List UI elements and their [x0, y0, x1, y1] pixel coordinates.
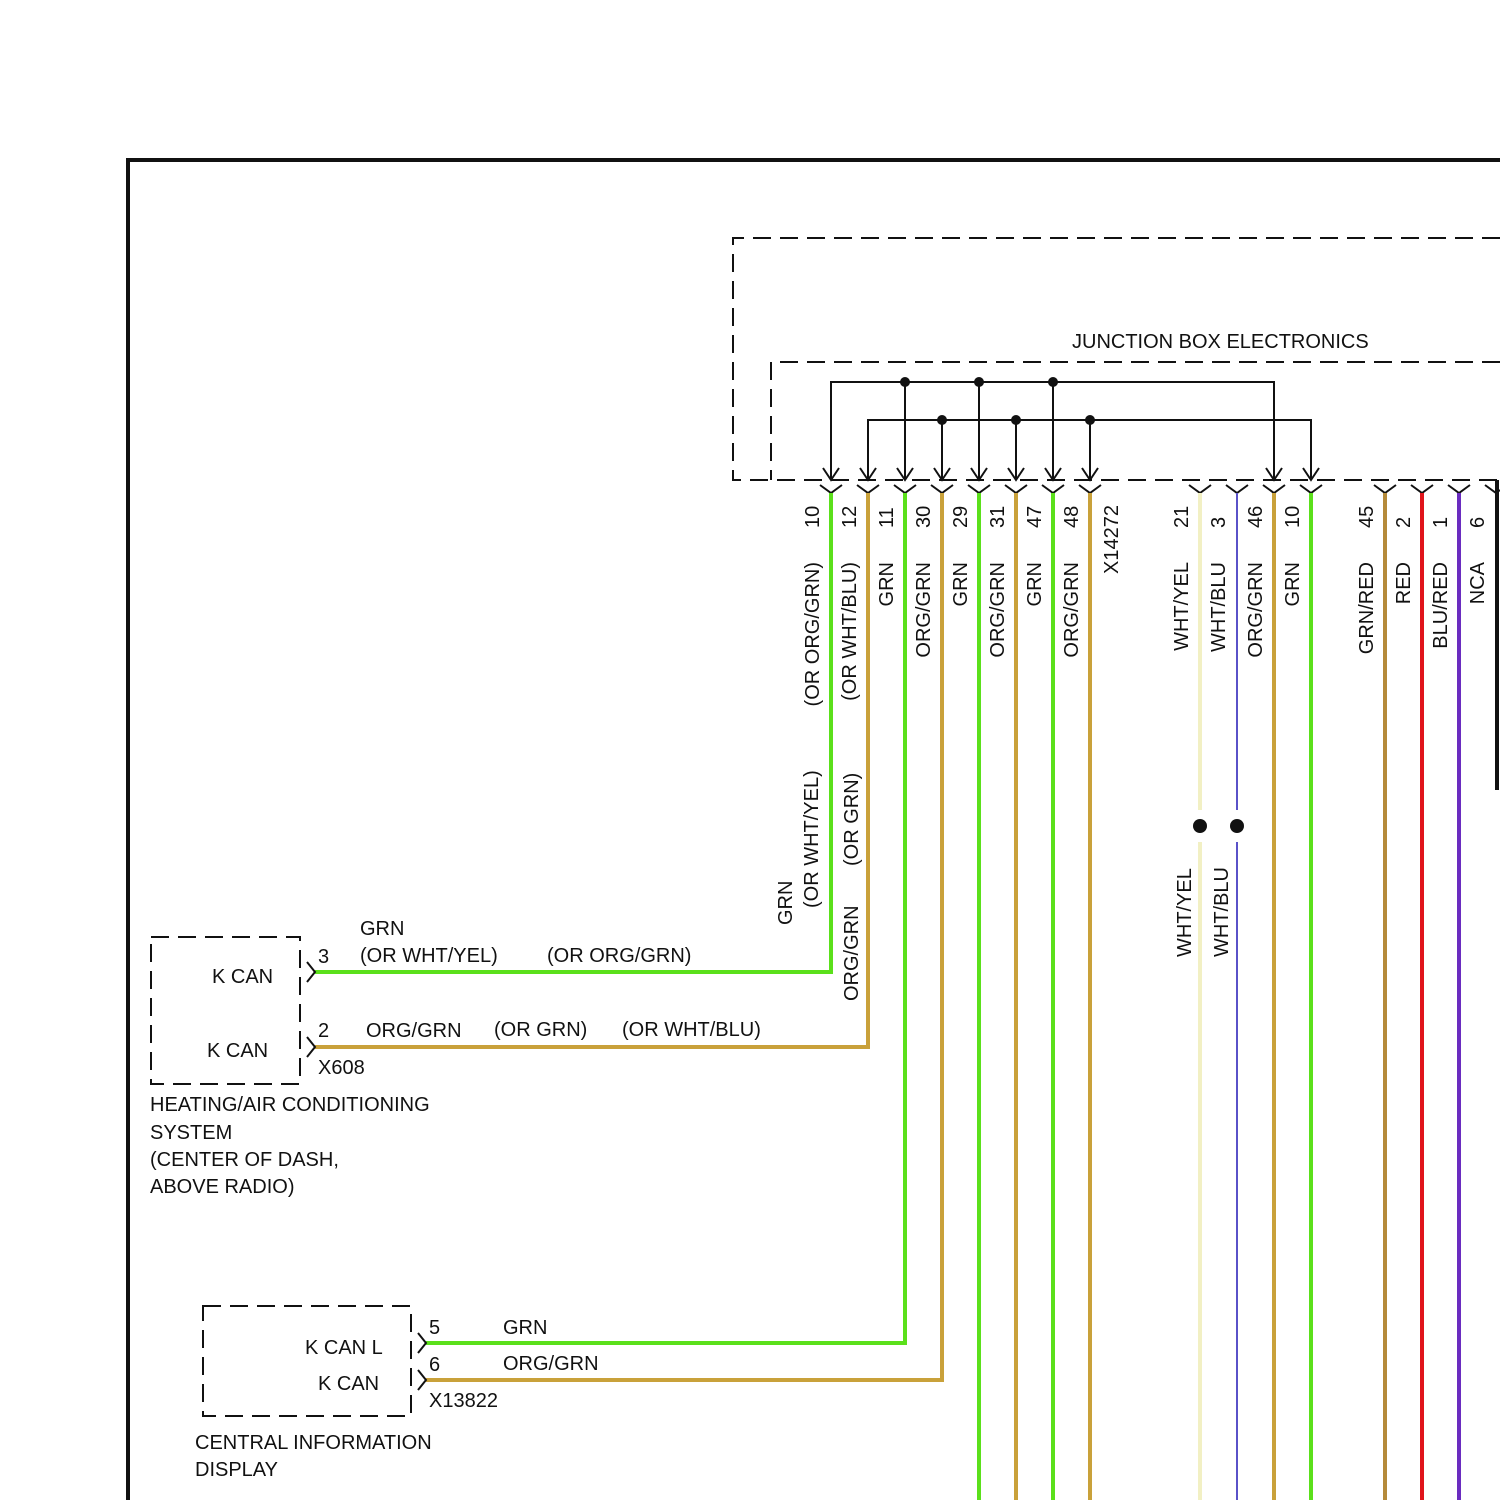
- pin-number: 30: [913, 506, 935, 528]
- hvac-connector-chevron-2: [307, 1037, 315, 1057]
- pin-wire-color-label: ORG/GRN: [1061, 562, 1083, 658]
- cid-connector-chevron-5: [418, 1333, 426, 1353]
- pin-number: 31: [987, 506, 1009, 528]
- pin-number: 1: [1430, 517, 1452, 528]
- junction-box-outer-boundary: [733, 238, 1500, 480]
- cid-pin5-wire-label: GRN: [503, 1317, 547, 1339]
- pin-number: 45: [1356, 506, 1378, 528]
- cid-pin6-func: K CAN: [318, 1373, 379, 1395]
- hvac-pin3-alt2: (OR ORG/GRN): [547, 945, 691, 967]
- pin-wire-color-label: GRN: [1024, 562, 1046, 606]
- pin-wire-color-label: (OR ORG/GRN): [802, 562, 824, 706]
- pin-number: 6: [1467, 517, 1489, 528]
- pin-wire-color-label: (OR WHT/BLU): [839, 562, 861, 701]
- pin-wire-color-label: WHT/BLU: [1208, 562, 1230, 652]
- hvac-pin3-wire-label: GRN: [360, 918, 404, 940]
- pin-number: 29: [950, 506, 972, 528]
- cid-pin5-func: K CAN L: [305, 1337, 383, 1359]
- cid-pin6-number: 6: [429, 1354, 440, 1376]
- wire10-alt-label: (OR WHT/YEL): [801, 770, 823, 908]
- pin-number: 47: [1024, 506, 1046, 528]
- cid-connector-chevron-6: [418, 1370, 426, 1390]
- hvac-pin3-number: 3: [318, 946, 329, 968]
- hvac-name: HEATING/AIR CONDITIONING SYSTEM (CENTER …: [150, 1094, 435, 1198]
- cid-pin6-wire-label: ORG/GRN: [503, 1353, 599, 1375]
- pin-number: 2: [1393, 517, 1415, 528]
- pin-wire-color-label: RED: [1393, 562, 1415, 604]
- pin-wire-color-label: ORG/GRN: [913, 562, 935, 658]
- wire12-main-label: ORG/GRN: [841, 905, 863, 1001]
- hvac-pin2-alt1: (OR GRN): [494, 1019, 587, 1041]
- pin-number: 48: [1061, 506, 1083, 528]
- cid-name: CENTRAL INFORMATION DISPLAY: [195, 1432, 437, 1481]
- cid-module-box: [203, 1306, 411, 1416]
- pin-wire-color-label: ORG/GRN: [987, 562, 1009, 658]
- wire-pin11-grn: [426, 493, 905, 1343]
- pin-number: 21: [1171, 506, 1193, 528]
- splice-whtblu-label: WHT/BLU: [1211, 867, 1233, 957]
- pin-wire-color-label: GRN: [876, 562, 898, 606]
- hvac-pin3-func: K CAN: [212, 966, 273, 988]
- pin-arrowheads: [823, 468, 1319, 480]
- pin-wire-color-label: GRN: [1282, 562, 1304, 606]
- wire12-alt-label: (OR GRN): [841, 773, 863, 866]
- hvac-pin2-number: 2: [318, 1020, 329, 1042]
- hvac-pin2-wire-label: ORG/GRN: [366, 1020, 462, 1042]
- hvac-connector-id: X608: [318, 1057, 365, 1079]
- wire-pin10-grn: [315, 493, 831, 972]
- hvac-connector-chevron-3: [307, 962, 315, 982]
- cid-pin5-number: 5: [429, 1317, 440, 1339]
- pin-wire-color-label: GRN: [950, 562, 972, 606]
- wires: [315, 493, 1459, 1500]
- junction-connector-id: X14272: [1101, 505, 1123, 574]
- internal-bus: [831, 382, 1311, 478]
- hvac-pin2-func: K CAN: [207, 1040, 268, 1062]
- connector-chevrons: [820, 485, 1500, 493]
- cid-connector-id: X13822: [429, 1390, 498, 1412]
- bus-junction-dots: [900, 377, 1095, 425]
- pin-wire-color-label: BLU/RED: [1430, 562, 1452, 649]
- pin-number: 10: [802, 506, 824, 528]
- pin-number: 3: [1208, 517, 1230, 528]
- hvac-pin3-alt1: (OR WHT/YEL): [360, 945, 498, 967]
- hvac-pin2-alt2: (OR WHT/BLU): [622, 1019, 761, 1041]
- pin-number: 12: [839, 506, 861, 528]
- pin-wire-color-label: NCA: [1467, 561, 1489, 604]
- splice-whtyel-label: WHT/YEL: [1174, 868, 1196, 957]
- pin-wire-color-label: ORG/GRN: [1245, 562, 1267, 658]
- pin-number: 11: [876, 507, 898, 528]
- wire-pin30-orggrn: [426, 493, 942, 1380]
- pin-wire-color-label: WHT/YEL: [1171, 562, 1193, 651]
- pin-number: 46: [1245, 506, 1267, 528]
- junction-box-title: JUNCTION BOX ELECTRONICS: [1072, 331, 1369, 353]
- pin-number: 10: [1282, 506, 1304, 528]
- pin-wire-color-label: GRN/RED: [1356, 562, 1378, 654]
- wire10-main-label: GRN: [775, 881, 797, 925]
